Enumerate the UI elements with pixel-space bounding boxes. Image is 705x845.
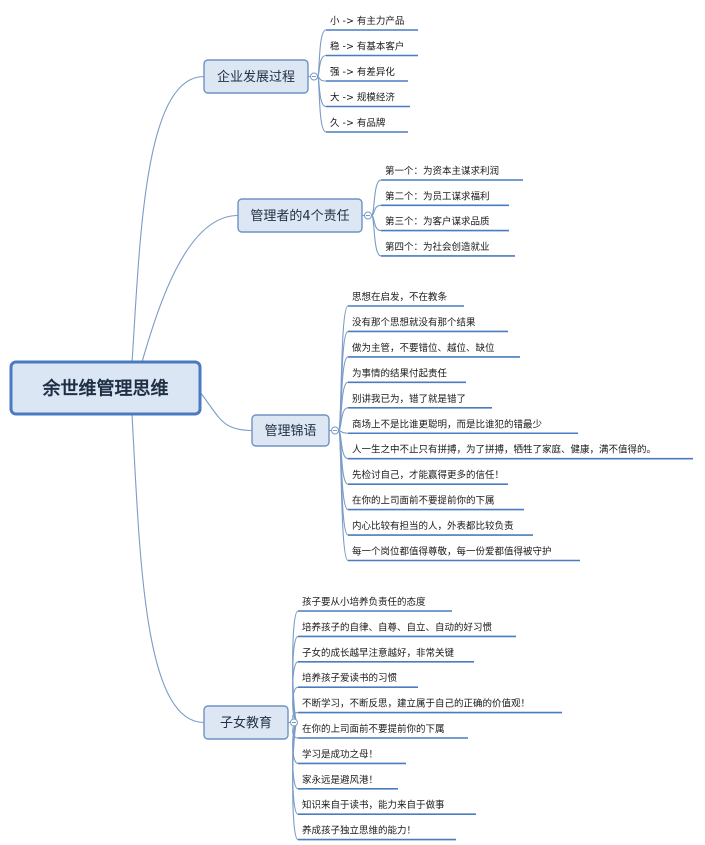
branch-node-label: 管理者的4个责任 [250, 208, 349, 224]
leaf-node[interactable]: 在你的上司面前不要提前你的下属 [298, 723, 468, 739]
branch-node-box [203, 705, 289, 740]
leaf-node[interactable]: 为事情的结果付起责任 [348, 367, 466, 384]
leaf-node[interactable]: 每一个岗位都值得尊敬，每一份爱都值得被守护 [348, 546, 580, 562]
leaf-group: 孩子要从小培养负责任的态度培养孩子的自律、自尊、自立、自动的好习惯子女的成长越早… [298, 596, 562, 841]
branch-node[interactable]: 管理锦语 思想在启发，不在教条没有那个思想就没有那个结果做为主管，不要错位、越位、… [251, 291, 693, 562]
leaf-label: 子女的成长越早注意越好，非常关键 [302, 647, 455, 659]
leaf-node[interactable]: 稳 -> 有基本客户 [326, 41, 418, 57]
leaf-node[interactable]: 第四个：为社会创造就业 [381, 241, 515, 257]
leaf-node[interactable]: 养成孩子独立思维的能力！ [298, 825, 456, 841]
leaf-connector [370, 179, 382, 217]
leaf-node[interactable]: 久 -> 有品牌 [326, 117, 408, 133]
leaf-label: 在你的上司面前不要提前你的下属 [302, 723, 445, 735]
leaf-node[interactable]: 家永远是避风港！ [298, 774, 398, 790]
leaf-label: 第四个：为社会创造就业 [385, 241, 490, 253]
leaf-connector [337, 407, 349, 432]
root-connector [131, 413, 205, 724]
root-connector [141, 214, 239, 363]
leaf-connector [292, 721, 299, 841]
leaf-node[interactable]: 学习是成功之母！ [298, 748, 406, 765]
leaf-label: 在你的上司面前不要提前你的下属 [352, 495, 495, 507]
leaf-label: 为事情的结果付起责任 [352, 367, 448, 379]
branch-node[interactable]: 管理者的4个责任 第一个：为资本主谋求利润第二个：为员工谋求福利第三个：为客户谋求… [237, 165, 523, 257]
leaf-label: 第二个：为员工谋求福利 [385, 190, 490, 202]
branch-node-box [237, 198, 363, 233]
leaf-node[interactable]: 商场上不是比谁更聪明，而是比谁犯的错最少 [348, 418, 578, 435]
leaf-label: 家永远是避风港！ [302, 774, 378, 786]
branch-node-box [251, 414, 330, 447]
leaf-label: 学习是成功之母！ [302, 748, 378, 760]
branch-node-label: 子女教育 [220, 715, 272, 731]
leaf-label: 孩子要从小培养负责任的态度 [302, 596, 426, 608]
leaf-label: 大 -> 规模经济 [330, 92, 395, 104]
leaf-connector [316, 75, 327, 133]
leaf-label: 小 -> 有主力产品 [330, 15, 404, 27]
leaf-label: 人一生之中不止只有拼搏，为了拼搏，牺牲了家庭、健康，满不值得的。 [352, 444, 656, 456]
leaf-label: 不断学习，不断反思，建立属于自己的正确的价值观！ [302, 698, 530, 710]
leaf-label: 思想在启发，不在教条 [352, 291, 448, 303]
leaf-node[interactable]: 培养孩子爱读书的习惯 [298, 672, 418, 689]
leaf-node[interactable]: 人一生之中不止只有拼搏，为了拼搏，牺牲了家庭、健康，满不值得的。 [348, 444, 693, 460]
leaf-node[interactable]: 不断学习，不断反思，建立属于自己的正确的价值观！ [298, 698, 562, 714]
leaf-node[interactable]: 内心比较有担当的人，外表都比较负责 [348, 520, 533, 536]
leaf-node[interactable]: 孩子要从小培养负责任的态度 [298, 596, 452, 612]
leaf-label: 培养孩子的自律、自尊、自立、自动的好习惯 [302, 621, 493, 633]
branch-node-label: 企业发展过程 [217, 69, 295, 85]
leaf-node[interactable]: 子女的成长越早注意越好，非常关键 [298, 647, 474, 663]
leaf-node[interactable]: 思想在启发，不在教条 [348, 291, 464, 307]
leaf-node[interactable]: 第一个：为资本主谋求利润 [381, 165, 523, 181]
leaf-node[interactable]: 知识来自于读书，能力来自于做事 [298, 799, 476, 816]
leaf-label: 强 -> 有差异化 [330, 66, 395, 78]
leaf-label: 稳 -> 有基本客户 [330, 41, 404, 53]
leaf-label: 别讲我已为，错了就是错了 [352, 393, 466, 405]
leaf-node[interactable]: 别讲我已为，错了就是错了 [348, 393, 492, 409]
leaf-label: 每一个岗位都值得尊敬，每一份爱都值得被守护 [352, 546, 552, 558]
leaf-node[interactable]: 第二个：为员工谋求福利 [381, 190, 509, 207]
leaf-label: 商场上不是比谁更聪明，而是比谁犯的错最少 [352, 418, 543, 430]
leaf-label: 知识来自于读书，能力来自于做事 [302, 799, 445, 811]
leaf-node[interactable]: 大 -> 规模经济 [326, 92, 410, 108]
branch-node[interactable]: 子女教育 孩子要从小培养负责任的态度培养孩子的自律、自尊、自立、自动的好习惯子女的… [203, 596, 562, 841]
leaf-node[interactable]: 小 -> 有主力产品 [326, 15, 418, 31]
branch-node-label: 管理锦语 [264, 424, 316, 439]
leaf-node[interactable]: 培养孩子的自律、自尊、自立、自动的好习惯 [298, 621, 516, 638]
leaf-node[interactable]: 第三个：为客户谋求品质 [381, 216, 509, 232]
branch-node-box [203, 59, 309, 94]
leaf-node[interactable]: 先检讨自己，才能赢得更多的信任！ [348, 469, 508, 485]
leaf-label: 第三个：为客户谋求品质 [385, 216, 490, 228]
root-connector [131, 75, 205, 364]
leaf-node[interactable]: 做为主管，不要错位、越位、缺位 [348, 342, 520, 358]
leaf-label: 第一个：为资本主谋求利润 [385, 165, 499, 177]
leaf-node[interactable]: 强 -> 有差异化 [326, 66, 408, 82]
leaf-node[interactable]: 没有那个思想就没有那个结果 [348, 316, 508, 333]
leaf-label: 养成孩子独立思维的能力！ [302, 825, 416, 837]
leaf-group: 第一个：为资本主谋求利润第二个：为员工谋求福利第三个：为客户谋求品质第四个：为社… [381, 165, 523, 257]
root-node-box [9, 360, 202, 416]
connector-lines [131, 29, 382, 841]
leaf-label: 久 -> 有品牌 [330, 117, 386, 129]
root-node-label: 余世维管理思维 [42, 378, 169, 400]
root-node[interactable]: 余世维管理思维 [9, 360, 202, 416]
leaf-connector [337, 429, 349, 562]
leaf-label: 没有那个思想就没有那个结果 [352, 316, 476, 328]
leaf-group: 思想在启发，不在教条没有那个思想就没有那个结果做为主管，不要错位、越位、缺位为事… [348, 291, 693, 562]
leaf-label: 内心比较有担当的人，外表都比较负责 [352, 520, 514, 532]
leaf-connector [316, 54, 327, 78]
leaf-node[interactable]: 在你的上司面前不要提前你的下属 [348, 495, 524, 511]
leaf-connector [337, 330, 349, 432]
leaf-label: 做为主管，不要错位、越位、缺位 [352, 342, 495, 354]
leaf-label: 先检讨自己，才能赢得更多的信任！ [352, 469, 504, 481]
root-connector [199, 391, 253, 432]
leaf-connector [370, 214, 382, 257]
leaf-label: 培养孩子爱读书的习惯 [302, 672, 398, 684]
